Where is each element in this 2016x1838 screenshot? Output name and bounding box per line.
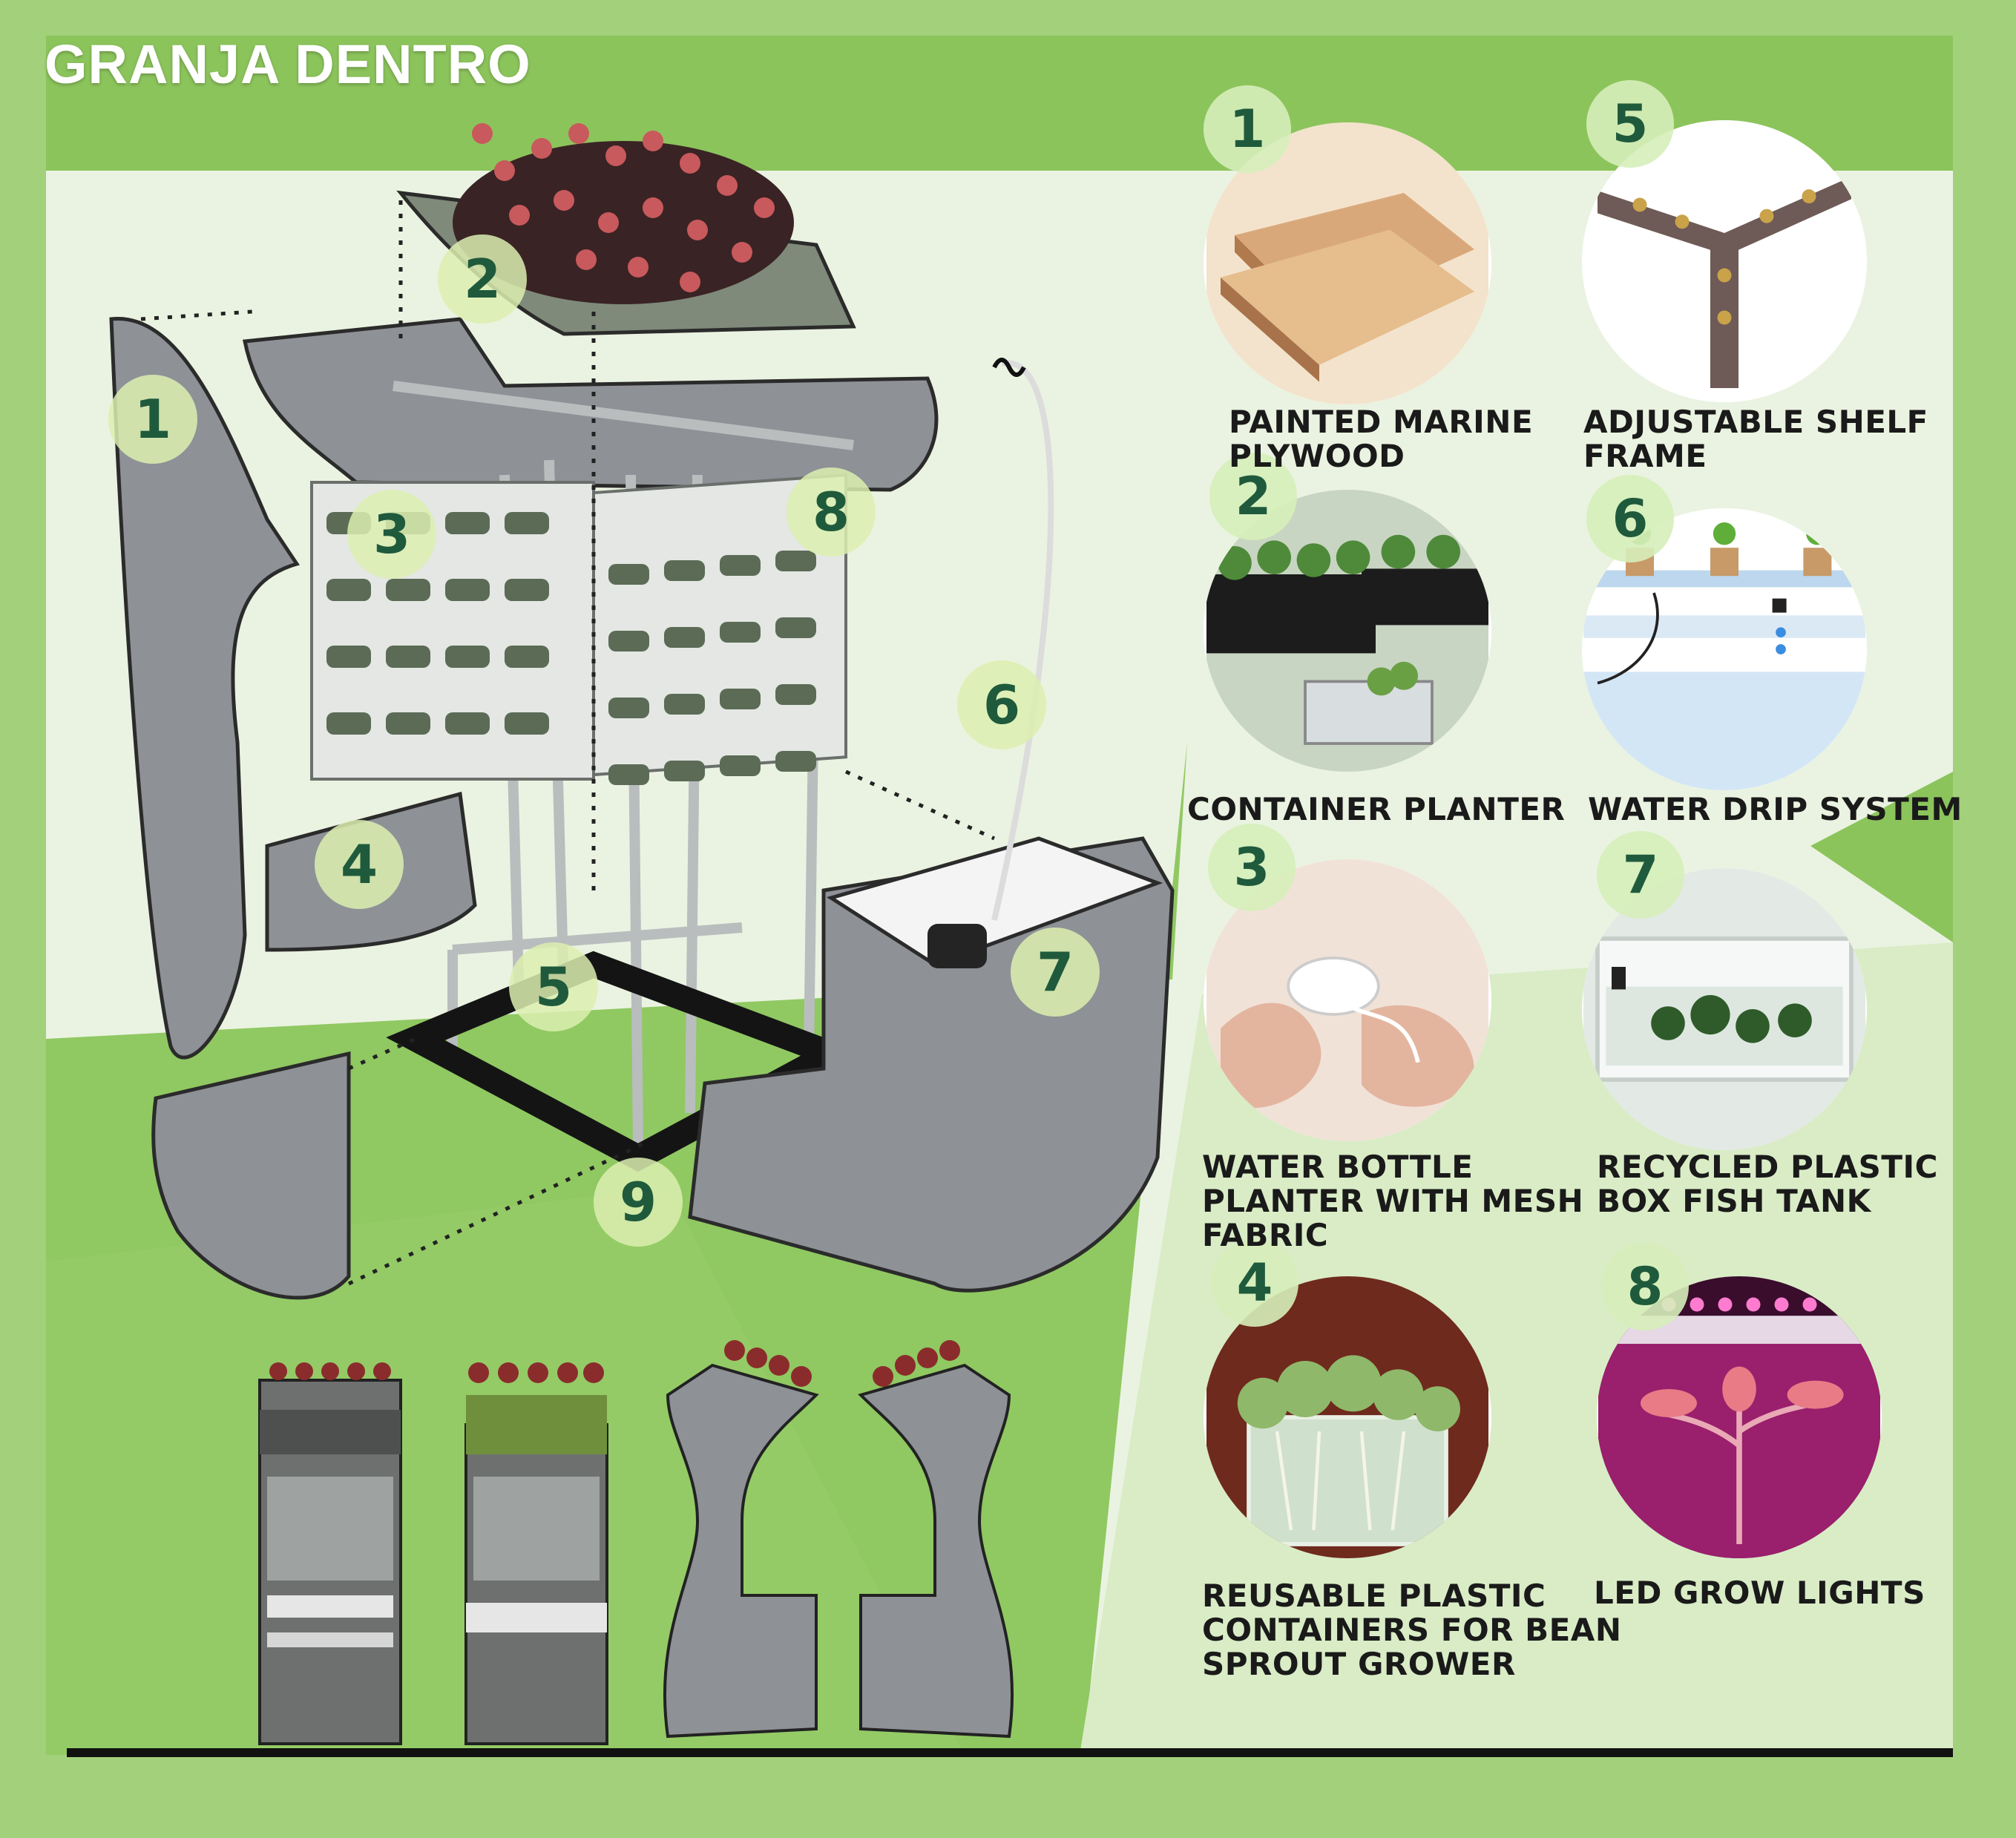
marker-1: 1: [108, 375, 197, 464]
marker-5: 5: [509, 942, 598, 1031]
fish-tank-photo: [1582, 868, 1867, 1150]
photo-number-2: 2: [1209, 453, 1297, 540]
caption-fish-tank: RECYCLED PLASTIC BOX FISH TANK: [1597, 1149, 1938, 1219]
caption-plywood: PAINTED MARINE PLYWOOD: [1229, 404, 1534, 474]
top-shelf-panel: [243, 317, 939, 492]
tube-tip: [992, 358, 1026, 377]
base-left: [151, 1051, 351, 1300]
plywood-photo: [1204, 122, 1491, 404]
page-title: GRANJA DENTRO: [45, 33, 531, 95]
photo-number-5: 5: [1586, 80, 1674, 168]
photo-number-8: 8: [1601, 1243, 1689, 1330]
caption-container-planter: CONTAINER PLANTER: [1187, 791, 1566, 827]
marker-9: 9: [594, 1158, 683, 1247]
marker-7: 7: [1011, 928, 1100, 1017]
photo-number-7: 7: [1597, 831, 1684, 919]
marker-2: 2: [438, 234, 527, 324]
ground-baseline: [67, 1748, 1953, 1757]
explode-guides: [140, 200, 996, 1286]
elevation-front-a: [258, 1362, 402, 1745]
fish-tank: [826, 836, 1163, 967]
top-tray-plants: [453, 123, 794, 304]
header-band: [46, 36, 1953, 171]
photo-number-1: 1: [1204, 85, 1291, 173]
mesh-pockets-left: [326, 512, 549, 735]
elevation-side-b: [858, 1340, 1014, 1739]
marker-8: 8: [787, 467, 876, 557]
marker-6: 6: [957, 660, 1046, 749]
photo-number-3: 3: [1208, 824, 1296, 911]
caption-bean-sprout: REUSABLE PLASTIC CONTAINERS FOR BEAN SPR…: [1202, 1578, 1622, 1682]
photo-number-4: 4: [1211, 1239, 1298, 1327]
caption-water-drip: WATER DRIP SYSTEM: [1588, 791, 1963, 827]
caption-mesh-planter: WATER BOTTLE PLANTER WITH MESH FABRIC: [1202, 1149, 1584, 1253]
drip-tube: [991, 360, 1054, 921]
side-panel-left: [109, 317, 300, 1060]
elevation-front-b: [464, 1362, 608, 1745]
marker-3: 3: [347, 490, 436, 579]
callout-notch: [1810, 772, 1953, 942]
water-pump: [927, 924, 987, 968]
photo-number-6: 6: [1586, 475, 1674, 562]
elevation-side-a: [663, 1340, 819, 1739]
caption-led-lights: LED GROW LIGHTS: [1594, 1575, 1925, 1611]
caption-shelf-frame: ADJUSTABLE SHELF FRAME: [1583, 404, 1928, 474]
marker-4: 4: [315, 820, 404, 909]
mesh-pockets-right: [608, 551, 816, 785]
